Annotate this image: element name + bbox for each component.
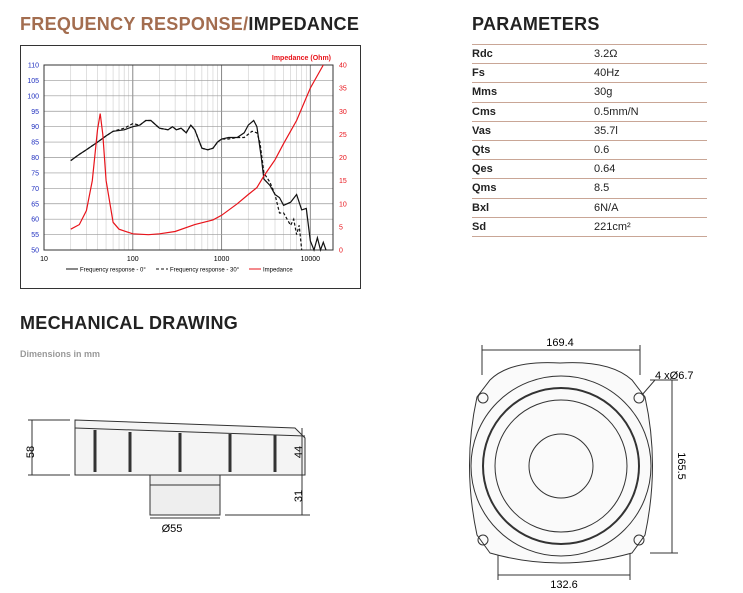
dim-169-4: 169.4 [546, 337, 574, 349]
dim-31: 31 [293, 490, 305, 502]
parameter-name: Qts [472, 140, 594, 161]
parameter-name: Sd [472, 217, 594, 237]
dim-132-6: 132.6 [550, 579, 578, 591]
y2-tick-label: 25 [339, 132, 347, 139]
x-tick-label: 100 [127, 256, 139, 263]
speaker-frame [74, 419, 306, 476]
y2-tick-label: 30 [339, 109, 347, 116]
y-tick-label: 50 [31, 248, 39, 255]
parameter-value: 0.5mm/N [594, 102, 707, 122]
y2-tick-label: 10 [339, 201, 347, 208]
y-tick-label: 70 [31, 186, 39, 193]
y2-axis-label: Impedance (Ohm) [272, 55, 331, 62]
y-tick-label: 55 [31, 232, 39, 239]
y2-tick-label: 5 [339, 224, 343, 231]
y-tick-label: 80 [31, 155, 39, 162]
parameter-value: 6N/A [594, 198, 707, 218]
frequency-impedance-chart: 50 55 60 65 70 75 80 85 90 95 100 105 110 0 5 10 15 20 25 3… [20, 45, 361, 289]
title-part1: FREQUENCY RESPONSE/ [20, 14, 249, 34]
title-part2: IMPEDANCE [248, 14, 360, 34]
parameter-name: Bxl [472, 198, 594, 218]
y2-tick-label: 0 [339, 248, 343, 255]
side-view-drawing: 58 44 31 Ø55 [25, 419, 310, 535]
parameter-value: 221cm² [594, 217, 707, 237]
mounting-holes [477, 392, 645, 546]
plot-area [43, 64, 334, 251]
y2-tick-label: 20 [339, 155, 347, 162]
y-tick-label: 110 [28, 63, 39, 70]
surround [482, 387, 640, 545]
legend-label: Frequency response - 0° [80, 268, 146, 274]
y-tick-label: 90 [31, 124, 39, 131]
front-view-drawing: 169.4 4 xØ6.7 165.5 132.6 [469, 337, 694, 591]
y-tick-label: 65 [31, 201, 39, 208]
parameter-value: 40Hz [594, 63, 707, 84]
legend-label: Impedance [263, 268, 293, 274]
frequency-impedance-title: FREQUENCY RESPONSE/IMPEDANCE [20, 14, 359, 35]
dim-holes: 4 xØ6.7 [655, 370, 694, 382]
parameter-name: Rdc [472, 43, 594, 65]
y2-tick-label: 15 [339, 178, 347, 185]
y-tick-label: 75 [31, 170, 39, 177]
x-tick-label: 1000 [214, 256, 230, 263]
x-tick-label: 10 [40, 256, 48, 263]
parameter-value: 35.7l [594, 121, 707, 141]
dim-44: 44 [293, 446, 305, 458]
parameter-name: Mms [472, 82, 594, 103]
parameters-title: PARAMETERS [472, 14, 600, 34]
parameter-name: Qms [472, 178, 594, 199]
y2-tick-label: 35 [339, 86, 347, 93]
dim-58: 58 [25, 446, 37, 458]
dimensions-note: Dimensions in mm [20, 349, 101, 359]
parameter-name: Fs [472, 63, 594, 84]
y2-tick-label: 40 [339, 63, 347, 70]
legend-label: Frequency response - 30° [170, 268, 240, 274]
parameter-value: 0.6 [594, 140, 707, 161]
parameter-value: 8.5 [594, 178, 707, 199]
dust-cap [528, 433, 594, 499]
parameter-name: Vas [472, 121, 594, 141]
chart-border [20, 45, 361, 289]
x-tick-label: 10000 [301, 256, 321, 263]
frame-outline [469, 362, 653, 564]
y-tick-label: 60 [31, 217, 39, 224]
series-line-1 [70, 119, 303, 251]
parameter-name: Cms [472, 102, 594, 122]
y-tick-label: 95 [31, 109, 39, 116]
parameter-value: 30g [594, 82, 707, 103]
y-tick-label: 105 [27, 78, 39, 85]
y-tick-label: 85 [31, 140, 39, 147]
mechanical-drawing-title: MECHANICAL DRAWING [20, 313, 239, 333]
dim-magnet: Ø55 [162, 523, 183, 535]
dim-165-5: 165.5 [675, 452, 687, 480]
series-line-2 [70, 64, 324, 236]
parameter-value: 0.64 [594, 159, 707, 180]
magnet [149, 474, 221, 516]
parameter-name: Qes [472, 159, 594, 180]
parameter-value: 3.2Ω [594, 43, 707, 65]
y-tick-label: 100 [27, 93, 39, 100]
